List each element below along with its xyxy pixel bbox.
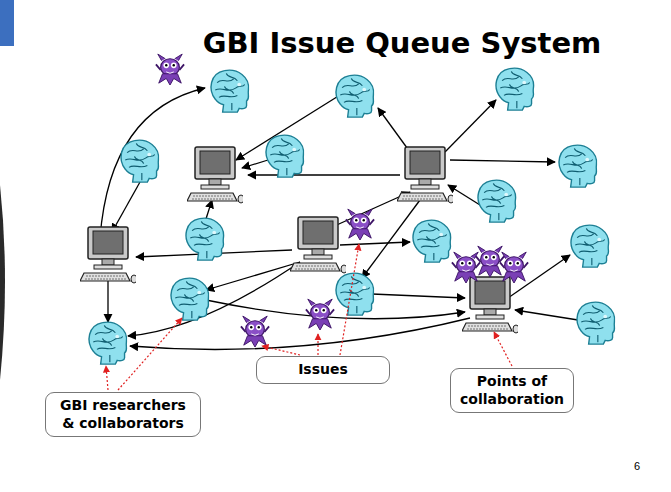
leader-line [118, 318, 182, 390]
link-arrow [206, 262, 300, 290]
issue-monster [306, 299, 334, 330]
researcher-head [336, 273, 374, 315]
researcher-head [413, 220, 451, 262]
link-arrow [248, 174, 400, 175]
leader-lines [106, 244, 512, 390]
computer-icon [397, 147, 454, 203]
figures [80, 54, 615, 364]
slide-edge [0, 185, 5, 380]
leader-line [494, 332, 512, 366]
callout-text: Points of collaboration [459, 373, 565, 408]
slide-title: GBI Issue Queue System [203, 26, 602, 60]
leader-line [340, 244, 359, 355]
researcher-head [478, 180, 516, 222]
slide-edge [0, 0, 14, 46]
link-arrow [128, 262, 300, 336]
link-arrow [112, 182, 140, 232]
researcher-head [577, 302, 615, 344]
callout-box: Points of collaboration [450, 368, 574, 413]
researcher-head [559, 145, 597, 187]
callout-text: Issues [265, 361, 381, 379]
researcher-head [336, 75, 374, 117]
link-arrow [372, 294, 465, 298]
computer-icon [80, 227, 137, 283]
computer-icon [290, 217, 347, 273]
callout-box: Issues [256, 356, 390, 384]
researcher-head [211, 70, 249, 112]
computer-icon [187, 147, 244, 203]
issue-monster [500, 252, 528, 283]
researcher-head [186, 218, 224, 260]
link-arrow [378, 108, 410, 152]
leader-line [317, 334, 318, 355]
link-arrow [107, 280, 108, 322]
researcher-head [571, 225, 609, 267]
link-arrows [100, 88, 578, 350]
link-arrow [445, 100, 496, 152]
researcher-head [171, 278, 209, 320]
link-arrow [450, 160, 555, 162]
link-arrow [100, 88, 205, 238]
issue-monster [156, 54, 184, 85]
issue-monster [346, 209, 374, 240]
researcher-head [121, 140, 159, 182]
link-arrow [515, 310, 578, 320]
link-arrow [206, 300, 465, 319]
computer-icon [462, 277, 519, 333]
researcher-head [266, 135, 304, 177]
callout-box: GBI researchers & collaborators [45, 392, 201, 437]
leader-line [106, 366, 108, 390]
callout-text: GBI researchers & collaborators [54, 397, 192, 432]
issue-monster [241, 316, 269, 347]
link-arrow [242, 160, 268, 168]
page-number: 6 [634, 460, 640, 472]
researcher-head [496, 68, 534, 110]
link-arrow [130, 318, 470, 350]
researcher-head [89, 322, 127, 364]
leader-line [262, 346, 300, 355]
link-arrow [340, 242, 410, 245]
issue-monster [476, 246, 504, 277]
